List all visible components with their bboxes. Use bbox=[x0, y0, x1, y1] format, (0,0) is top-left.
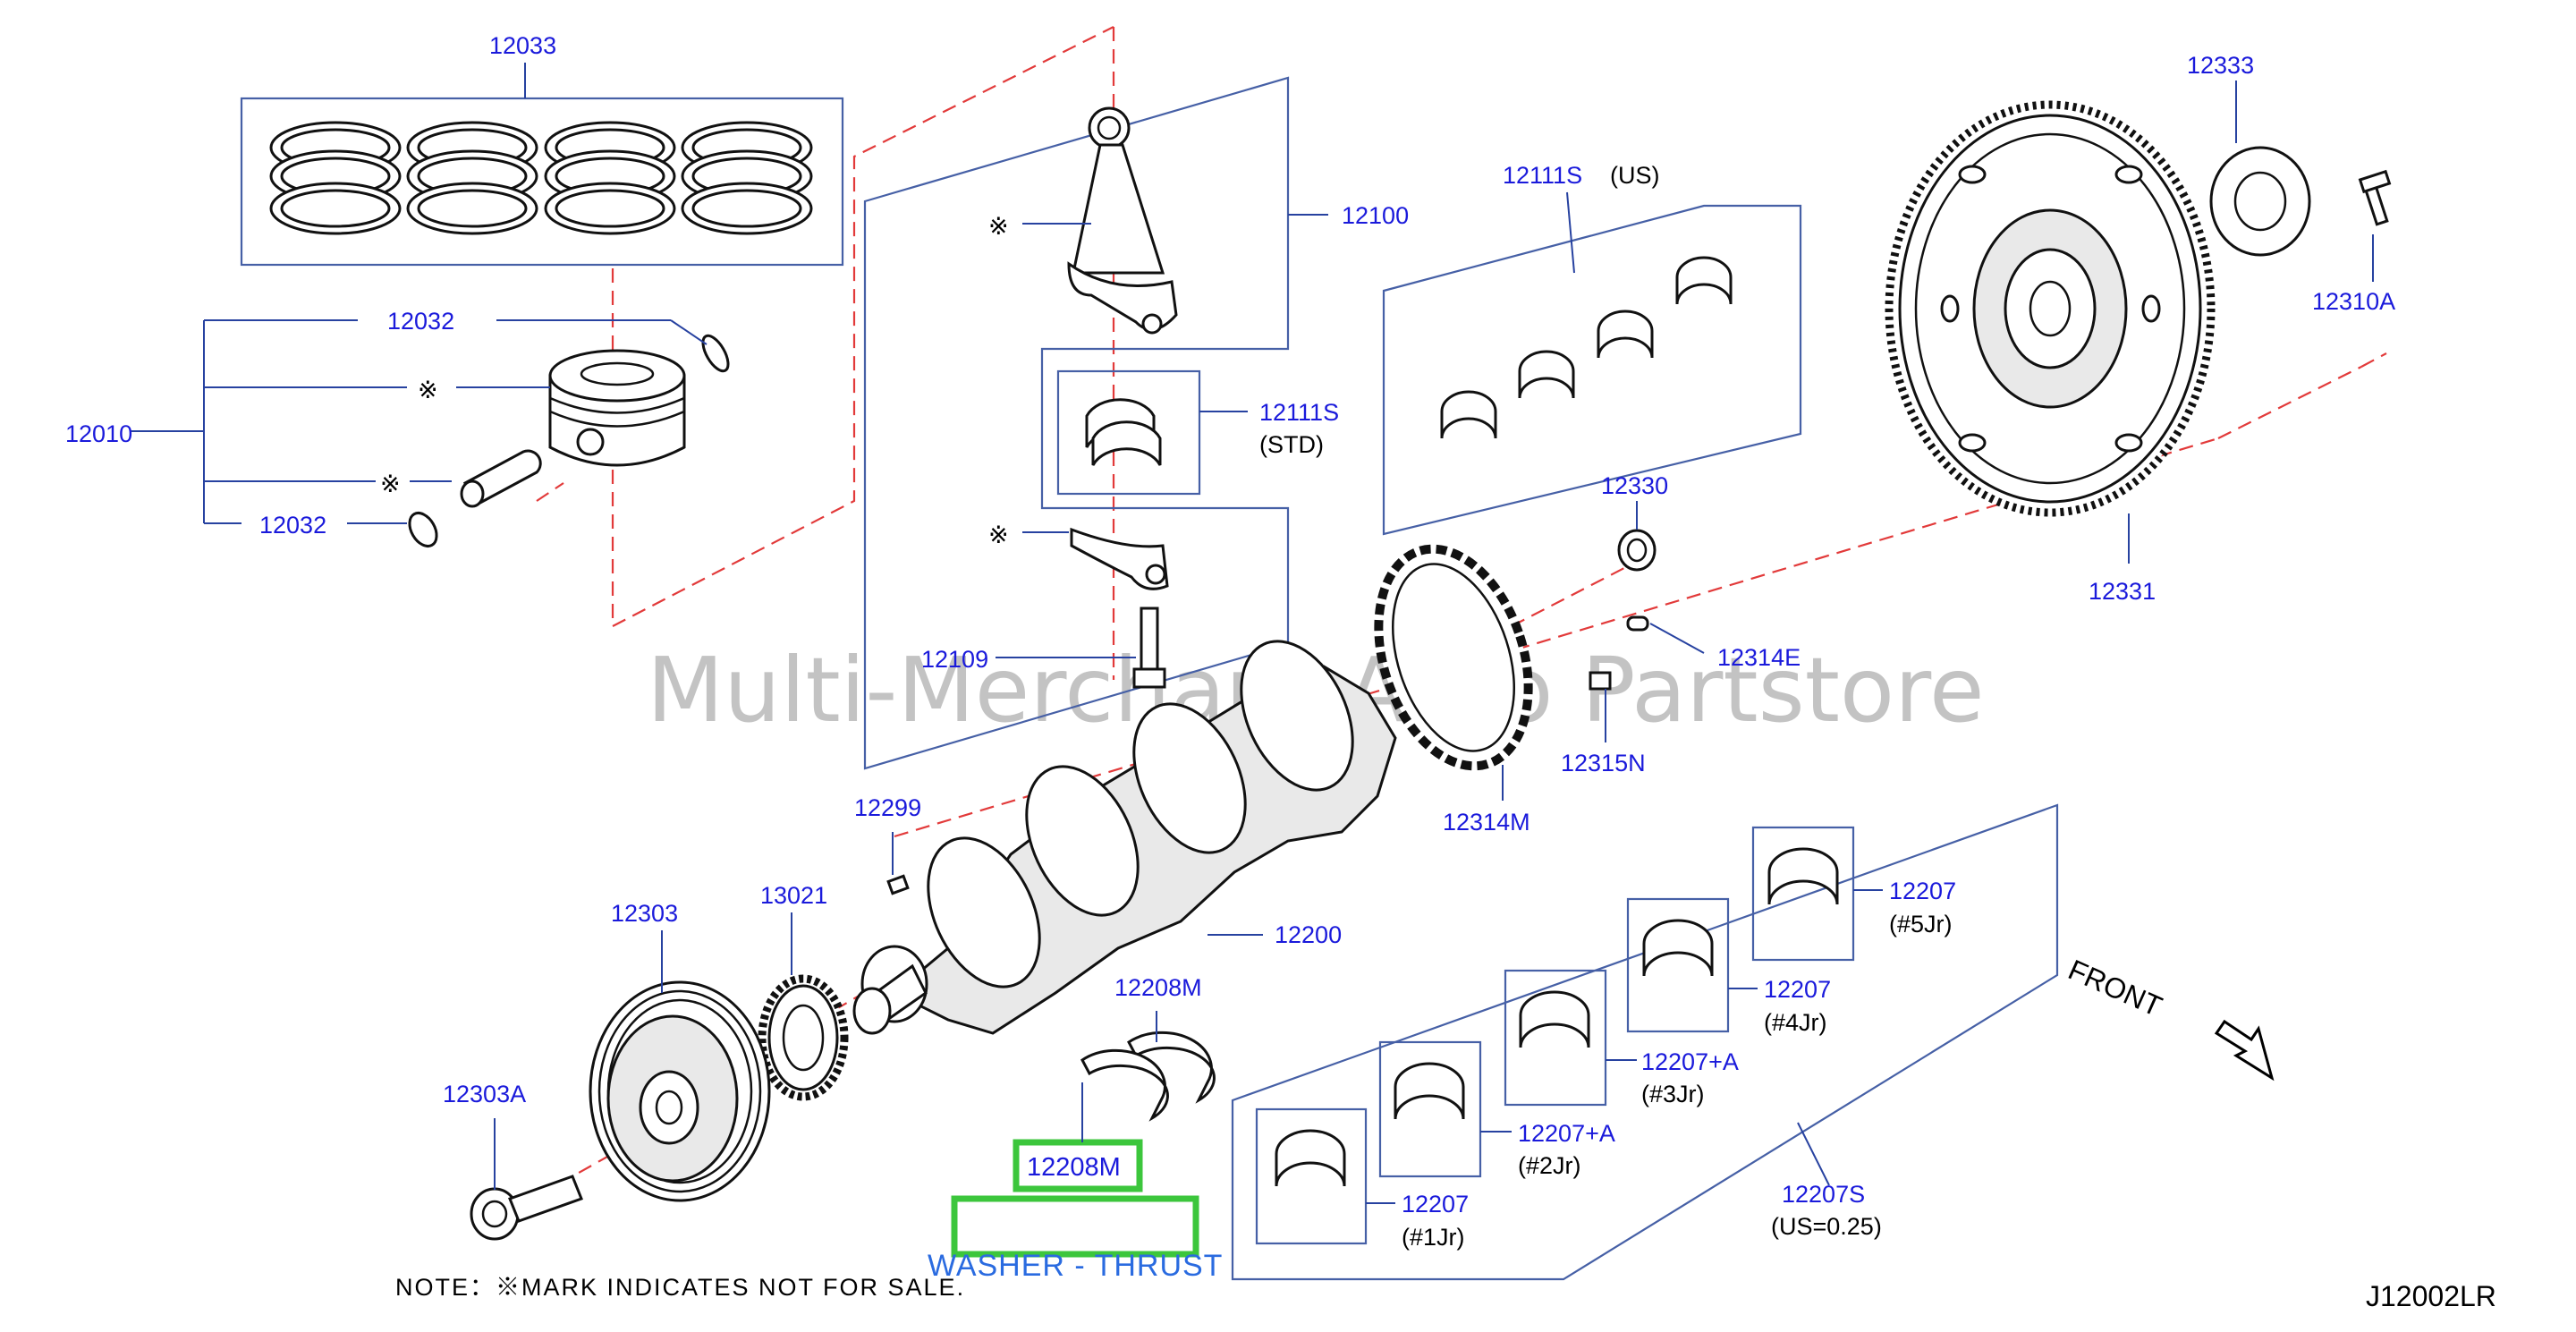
label-12111s-std[interactable]: 12111S bbox=[1259, 399, 1339, 426]
part-description-label: WASHER - THRUST bbox=[928, 1249, 1223, 1283]
label-12207-1jr-note: (#1Jr) bbox=[1402, 1224, 1465, 1251]
diagram-code: J12002LR bbox=[2366, 1280, 2496, 1312]
highlight-12208m bbox=[1013, 1139, 1143, 1192]
label-12111s-us-note: (US) bbox=[1610, 162, 1660, 189]
not-for-sale-marker-rod: ※ bbox=[988, 213, 1009, 240]
label-12330[interactable]: 12330 bbox=[1601, 472, 1668, 499]
piston-rings-illustration bbox=[269, 121, 813, 235]
drive-plate-illustration bbox=[1885, 100, 2392, 517]
not-for-sale-marker-pin: ※ bbox=[380, 471, 401, 497]
leader-lines bbox=[130, 63, 2374, 1204]
frames bbox=[240, 76, 2059, 1281]
label-12207s[interactable]: 12207S bbox=[1782, 1181, 1865, 1208]
label-12299[interactable]: 12299 bbox=[854, 794, 921, 821]
label-12310a[interactable]: 12310A bbox=[2312, 288, 2395, 315]
label-12314m[interactable]: 12314M bbox=[1443, 809, 1530, 836]
label-12111s-std-note: (STD) bbox=[1259, 431, 1324, 458]
label-12303a[interactable]: 12303A bbox=[443, 1081, 526, 1107]
label-12100[interactable]: 12100 bbox=[1342, 202, 1409, 229]
rod-bearing-us-illustration bbox=[1440, 256, 1733, 439]
highlight-part-number bbox=[951, 1195, 1199, 1258]
label-12032-bottom[interactable]: 12032 bbox=[259, 512, 326, 539]
label-12200[interactable]: 12200 bbox=[1275, 921, 1342, 948]
label-12207-4jr[interactable]: 12207 bbox=[1764, 976, 1831, 1003]
front-arrow-icon bbox=[2214, 1019, 2275, 1082]
label-12207-4jr-note: (#4Jr) bbox=[1764, 1009, 1827, 1036]
note-text: NOTE：※MARK INDICATES NOT FOR SALE. bbox=[395, 1274, 965, 1301]
piston-illustration bbox=[408, 334, 730, 547]
label-12207-1jr[interactable]: 12207 bbox=[1402, 1191, 1469, 1217]
label-12033[interactable]: 12033 bbox=[489, 32, 556, 59]
crank-sprocket-illustration bbox=[758, 974, 849, 1101]
crank-pulley-illustration bbox=[470, 980, 771, 1241]
label-12333[interactable]: 12333 bbox=[2187, 52, 2254, 79]
label-12032-top[interactable]: 12032 bbox=[387, 308, 454, 335]
label-12207a-2jr[interactable]: 12207+A bbox=[1518, 1120, 1615, 1147]
label-12207a-2jr-note: (#2Jr) bbox=[1518, 1152, 1581, 1179]
label-12207-5jr[interactable]: 12207 bbox=[1889, 878, 1956, 904]
crankshaft-illustration bbox=[852, 529, 1657, 1035]
rod-bearing-std-illustration bbox=[1085, 398, 1162, 466]
label-12111s-us[interactable]: 12111S bbox=[1503, 162, 1582, 189]
label-12207-5jr-note: (#5Jr) bbox=[1889, 911, 1953, 937]
connecting-rod-illustration bbox=[1067, 106, 1178, 689]
front-label: FRONT bbox=[2063, 954, 2166, 1023]
label-12303[interactable]: 12303 bbox=[611, 900, 678, 927]
not-for-sale-marker-piston: ※ bbox=[418, 377, 438, 403]
label-12315n[interactable]: 12315N bbox=[1561, 750, 1646, 776]
label-12109[interactable]: 12109 bbox=[921, 646, 988, 673]
label-12314e[interactable]: 12314E bbox=[1717, 644, 1801, 671]
label-12208m-highlighted[interactable]: 12208M bbox=[1027, 1153, 1121, 1182]
label-12207s-note: (US=0.25) bbox=[1771, 1213, 1882, 1240]
label-12010[interactable]: 12010 bbox=[65, 420, 132, 447]
label-12208m-top[interactable]: 12208M bbox=[1114, 974, 1202, 1001]
main-bearings-illustration bbox=[1255, 826, 1855, 1245]
label-12331[interactable]: 12331 bbox=[2089, 578, 2156, 605]
label-12207a-3jr[interactable]: 12207+A bbox=[1641, 1048, 1739, 1075]
thrust-washers-illustration bbox=[1080, 1031, 1216, 1122]
not-for-sale-marker-cap: ※ bbox=[988, 522, 1009, 548]
label-12207a-3jr-note: (#3Jr) bbox=[1641, 1081, 1705, 1107]
label-13021[interactable]: 13021 bbox=[760, 882, 827, 909]
